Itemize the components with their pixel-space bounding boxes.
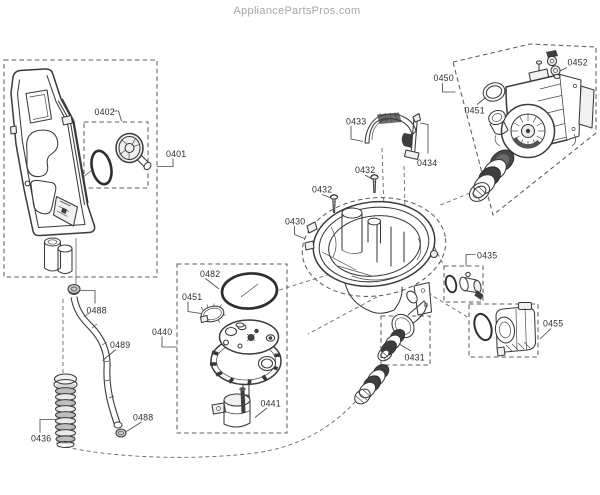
callout-0434: 0434 [417, 158, 437, 168]
callout-0488-bottom: 0488 [133, 413, 153, 423]
pump-head-0440-art [199, 272, 282, 428]
cover-oring [90, 149, 113, 186]
callout-0488-top: 0488 [87, 306, 107, 316]
drain-hose-path [65, 400, 357, 458]
callout-leaders [39, 67, 568, 433]
callout-0451-pump: 0451 [465, 106, 485, 116]
callout-labels: 0402 0401 0430 0433 0434 0432 0432 0450 … [31, 58, 588, 444]
callout-0455: 0455 [543, 319, 563, 329]
corrugated-hose-0436-art [53, 373, 78, 449]
drain-pump-0455-art [473, 301, 537, 357]
check-valve-0431-art [377, 329, 406, 362]
group-box-0402 [83, 121, 149, 189]
screw-0432-right-art [370, 174, 379, 194]
callout-0482: 0482 [200, 269, 220, 279]
callout-0433: 0433 [346, 117, 366, 127]
callout-0401: 0401 [166, 149, 186, 159]
callout-0450: 0450 [434, 73, 454, 83]
callout-0441: 0441 [261, 399, 281, 409]
sump-seal-oring-art [220, 272, 279, 310]
panel-0401-art [9, 68, 96, 275]
group-box-0455 [468, 303, 539, 358]
fill-hose-0489-art [67, 283, 127, 438]
grommet-top [67, 283, 81, 295]
sump-0430-art [304, 200, 439, 339]
callout-0432-left: 0432 [312, 185, 332, 195]
callout-0430: 0430 [285, 217, 305, 227]
callout-0402: 0402 [95, 107, 115, 117]
screw-0432-left-art [329, 194, 339, 214]
callout-0489: 0489 [110, 340, 130, 350]
callout-0452: 0452 [568, 58, 588, 68]
circulation-pump-0450-art [468, 60, 595, 202]
group-box-0401 [3, 59, 158, 278]
brand-watermark: AppliancePartsPros.com [233, 5, 360, 17]
group-box-0435 [443, 265, 484, 303]
pump-oring-0451-art [482, 82, 506, 102]
callout-0431: 0431 [405, 353, 425, 363]
small-valve-0435-art [444, 271, 484, 300]
pump-motor-0441-art [211, 387, 251, 428]
callout-0440: 0440 [152, 327, 172, 337]
mount-link-0452-art [546, 50, 561, 80]
callout-0432-right: 0432 [355, 165, 375, 175]
pump-discharge-adapter [468, 149, 515, 202]
sump-dashed-outline [301, 197, 447, 297]
callout-0451-clamp: 0451 [182, 292, 202, 302]
clip-bracket-0434-art [401, 112, 422, 161]
assembly-connector-lines [62, 147, 471, 458]
callout-0436: 0436 [31, 434, 51, 444]
grommet-bottom [115, 428, 127, 438]
group-box-0440 [176, 263, 288, 434]
pump-cover-0402-art [81, 132, 152, 186]
hose-fitting-art [354, 364, 390, 405]
callout-0435: 0435 [477, 251, 497, 261]
